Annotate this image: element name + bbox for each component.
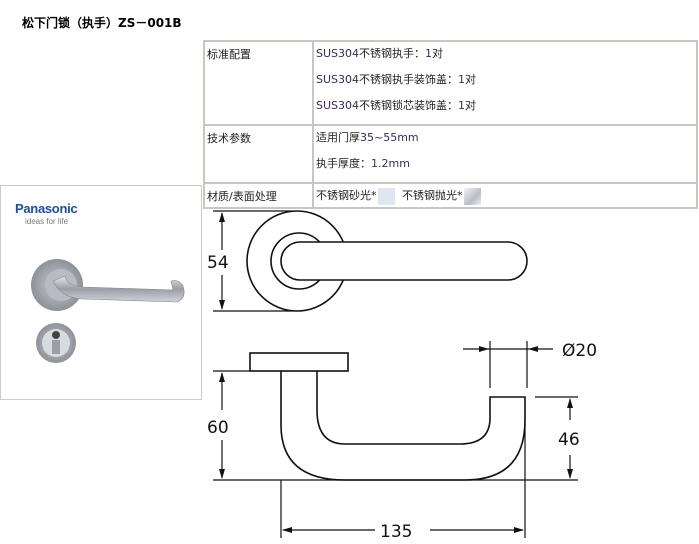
- text: 1: [425, 47, 433, 60]
- spec-label: 标准配置: [203, 40, 314, 126]
- spec-value: 适用门厚35~55mm 执手厚度：1.2mm: [312, 124, 698, 184]
- text: SUS304: [316, 47, 360, 60]
- side-view: [213, 341, 578, 538]
- text: 对: [465, 99, 477, 112]
- table-row: 技术参数 适用门厚35~55mm 执手厚度：1.2mm: [203, 124, 698, 184]
- text: 1.2mm: [371, 157, 410, 170]
- spec-value: SUS304不锈钢执手：1对 SUS304不锈钢执手装饰盖：1对 SUS304不…: [312, 40, 698, 126]
- text: SUS304: [316, 99, 360, 112]
- text: 不锈钢执手：: [359, 47, 426, 60]
- finish-polished: 不锈钢抛光*: [402, 189, 463, 202]
- dim-135: 135: [380, 522, 412, 542]
- spec-label: 材质/表面处理: [203, 182, 314, 209]
- dim-60: 60: [207, 418, 229, 438]
- dim-46: 46: [558, 430, 580, 450]
- brand-logo: Panasonic: [15, 201, 78, 216]
- text: 不锈钢执手装饰盖：: [359, 73, 459, 86]
- text: 35~55mm: [360, 131, 419, 144]
- text: SUS304: [316, 73, 360, 86]
- table-row: 标准配置 SUS304不锈钢执手：1对 SUS304不锈钢执手装饰盖：1对 SU…: [203, 40, 698, 126]
- door-handle-photo: [31, 259, 185, 363]
- text: 适用门厚: [316, 131, 360, 144]
- text: 不锈钢锁芯装饰盖：: [359, 99, 459, 112]
- text: 对: [432, 47, 444, 60]
- page-title: 松下门锁（执手）ZS－001B: [22, 16, 182, 30]
- brand-tagline: ideas for life: [25, 217, 69, 226]
- spec-value: 不锈钢砂光* 不锈钢抛光*: [312, 182, 698, 209]
- text: 1: [458, 73, 466, 86]
- text: 1: [458, 99, 466, 112]
- dim-54: 54: [207, 253, 229, 273]
- text: 执手厚度：: [316, 157, 371, 170]
- top-view: [213, 210, 528, 312]
- text: 对: [465, 73, 477, 86]
- product-image: Panasonic ideas for life: [0, 185, 202, 400]
- finish-satin: 不锈钢砂光*: [316, 189, 377, 202]
- dim-diameter-20: Ø20: [562, 341, 597, 361]
- spec-label: 技术参数: [203, 124, 314, 184]
- table-row: 材质/表面处理 不锈钢砂光* 不锈钢抛光*: [203, 182, 698, 209]
- satin-swatch: [377, 187, 395, 205]
- spec-table: 标准配置 SUS304不锈钢执手：1对 SUS304不锈钢执手装饰盖：1对 SU…: [203, 40, 698, 209]
- polished-swatch: [463, 187, 481, 205]
